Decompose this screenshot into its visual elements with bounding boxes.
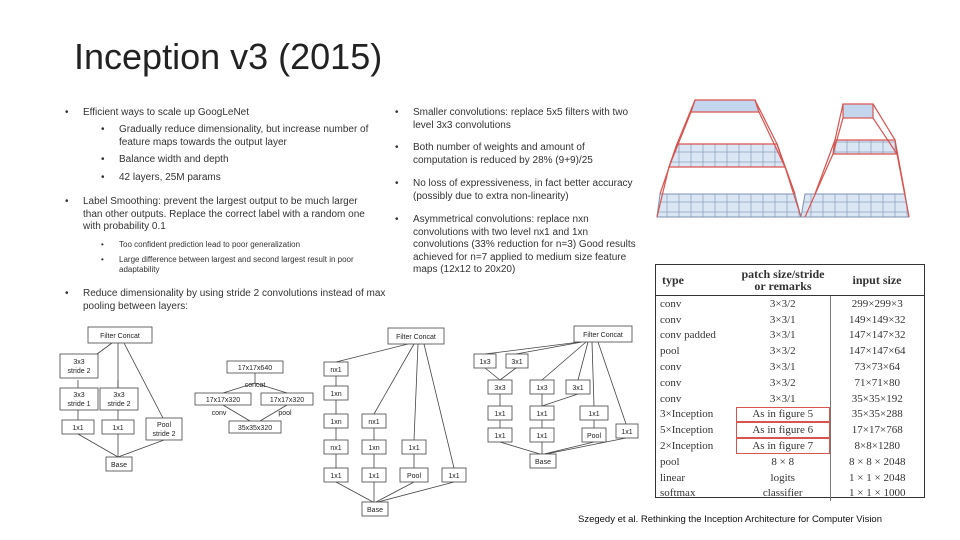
d4-node-label: 1x1 <box>536 433 547 440</box>
left-sub-1-1: • Gradually reduce dimensionality, but i… <box>101 124 369 148</box>
d4-node-label: 1x1 <box>621 429 632 436</box>
d2-right: 17x17x320 <box>270 397 304 404</box>
d1-node-label: Pool <box>157 422 171 429</box>
right-top-grid <box>842 103 874 119</box>
d3-node-label: 1x1 <box>330 473 341 480</box>
left-base-grid <box>656 193 802 218</box>
d4-node-label: 1x1 <box>536 411 547 418</box>
header-patch: patch size/stride or remarks <box>736 265 830 296</box>
d3-base: Base <box>367 507 383 514</box>
convolution-grid-illustration <box>656 99 910 218</box>
grid-reduction-diagram: 17x17x640 concat 17x17x320 17x17x320 con… <box>194 360 314 434</box>
asymmetric-conv-diagram: Filter Concat nx1 1xn 1xn nx1 1x1 nx1 1x… <box>323 327 467 517</box>
d1-base: Base <box>111 462 127 469</box>
d3-filter-concat: Filter Concat <box>396 334 436 341</box>
right-bullet-3: • No loss of expressiveness, in fact bet… <box>395 178 633 202</box>
header-type: type <box>656 265 736 296</box>
d2-top: 17x17x640 <box>238 365 272 372</box>
d4-filter-concat: Filter Concat <box>583 332 623 339</box>
d4-node-label: 1x1 <box>494 411 505 418</box>
left-bullet-3: • Reduce dimensionality by using stride … <box>65 288 386 312</box>
d1-node-label: stride 1 <box>68 401 91 408</box>
d1-node-label: stride 2 <box>153 431 176 438</box>
d3-node-label: 1xn <box>330 419 341 426</box>
citation: Szegedy et al. Rethinking the Inception … <box>578 514 882 525</box>
left-bullet-2: • Label Smoothing: prevent the largest o… <box>65 196 365 232</box>
d3-node-label: 1x1 <box>448 473 459 480</box>
d4-node-label: 1x3 <box>479 359 490 366</box>
d3-node-label: nx1 <box>330 367 341 374</box>
d3-node-label: Pool <box>407 473 421 480</box>
d4-node-label: 1x3 <box>536 385 547 392</box>
d4-node-label: 3x1 <box>511 359 522 366</box>
d1-node-label: stride 2 <box>108 401 131 408</box>
d2-concat: concat <box>245 382 266 389</box>
stride2-inception-diagram: Filter Concat 3x3 stride 2 3x3 stride 1 … <box>59 326 183 472</box>
right-projection-lines <box>804 103 910 218</box>
left-sub-2-1: • Too confident prediction lead to poor … <box>101 240 301 249</box>
d4-node-label: 1x1 <box>588 411 599 418</box>
d4-node-label: 3x1 <box>572 385 583 392</box>
d2-bottom: 35x35x320 <box>238 425 272 432</box>
d4-node-label: Pool <box>587 433 601 440</box>
left-top-grid <box>690 99 760 113</box>
d3-node-label: 1xn <box>368 445 379 452</box>
d1-node-label: 3x3 <box>73 359 84 366</box>
d2-pool: pool <box>278 410 292 417</box>
d1-node-label: 1x1 <box>72 425 83 432</box>
left-sub-2-2: • Large difference between largest and s… <box>101 255 354 274</box>
architecture-table: type patch size/stride or remarks input … <box>655 264 925 502</box>
header-input: input size <box>830 265 924 296</box>
table-header-row: type patch size/stride or remarks input … <box>656 265 924 296</box>
d4-base: Base <box>535 459 551 466</box>
d4-node-label: 3x3 <box>494 385 505 392</box>
right-bullet-1: • Smaller convolutions: replace 5x5 filt… <box>395 107 629 131</box>
d3-node-label: 1x1 <box>408 445 419 452</box>
right-mid-grid <box>832 139 898 155</box>
d3-node-label: 1xn <box>330 391 341 398</box>
d3-node-label: nx1 <box>368 419 379 426</box>
left-projection-lines <box>656 99 802 218</box>
left-bullet-1: • Efficient ways to scale up GoogLeNet <box>65 107 250 118</box>
d1-node-label: stride 2 <box>68 368 91 375</box>
left-sub-1-2: • Balance width and depth <box>101 154 229 165</box>
d1-node-label: 1x1 <box>112 425 123 432</box>
d2-conv: conv <box>212 410 227 417</box>
d3-node-label: nx1 <box>330 445 341 452</box>
left-sub-1-3: • 42 layers, 25M params <box>101 172 221 183</box>
right-base-grid <box>800 193 910 218</box>
d4-node-label: 1x1 <box>494 433 505 440</box>
right-bullet-4: • Asymmetrical convolutions: replace nxn… <box>395 214 636 275</box>
slide-title: Inception v3 (2015) <box>74 36 383 77</box>
d3-node-label: 1x1 <box>368 473 379 480</box>
left-mid-grid <box>668 143 786 168</box>
d1-filter-concat: Filter Concat <box>100 333 140 340</box>
d2-left: 17x17x320 <box>206 397 240 404</box>
right-bullet-2: • Both number of weights and amount of c… <box>395 142 593 166</box>
expanded-filter-bank-diagram: Filter Concat 1x3 3x1 3x3 1x3 3x1 1x1 1x… <box>473 325 639 469</box>
d1-node-label: 3x3 <box>113 392 124 399</box>
d1-node-label: 3x3 <box>73 392 84 399</box>
